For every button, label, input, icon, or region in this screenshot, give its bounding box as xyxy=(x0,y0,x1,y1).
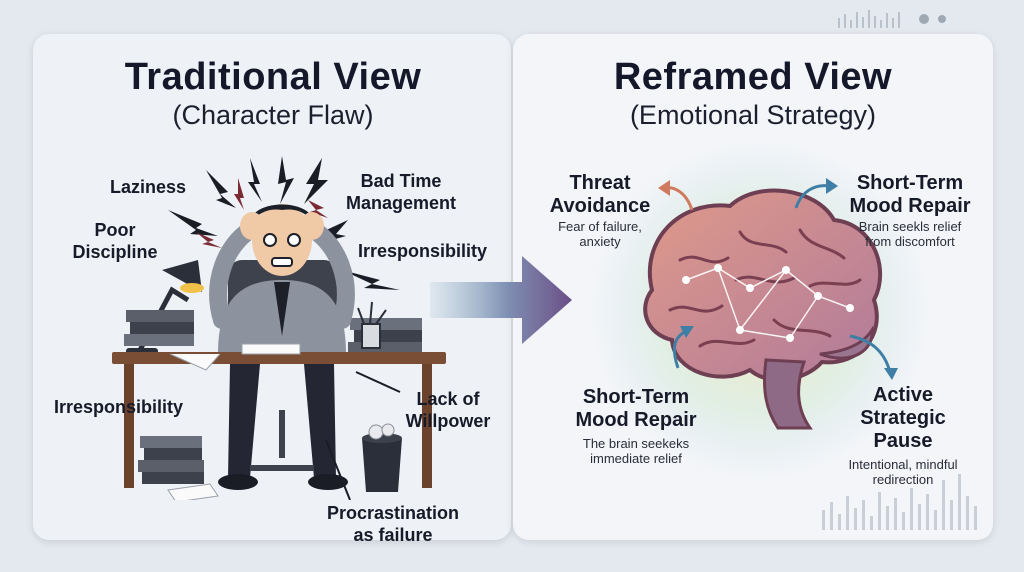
label-short-term-mood-repair-bottom: Short-Term Mood Repair xyxy=(575,386,697,431)
desc-short-term-mood-repair-top: Brain seekls relief from discomfort xyxy=(858,219,962,249)
brain-illustration xyxy=(592,142,928,478)
traditional-view-title: Traditional View xyxy=(124,56,422,98)
book-stack-right xyxy=(348,301,422,354)
label-irresponsibility-left: Irresponsibility xyxy=(54,397,184,417)
label-laziness: Laziness xyxy=(110,177,187,197)
decorative-chart-top xyxy=(838,10,946,28)
label-lack-of-willpower: Lack of Willpower xyxy=(405,389,491,431)
label-bad-time-management: Bad Time Management xyxy=(345,171,457,213)
desc-active-strategic-pause: Intentional, mindful redirection xyxy=(848,457,958,487)
label-poor-discipline: Poor Discipline xyxy=(72,220,158,262)
label-threat-avoidance: Threat Avoidance xyxy=(549,172,651,217)
desc-short-term-mood-repair-bottom: The brain seekeks immediate relief xyxy=(582,436,690,466)
label-irresponsibility-top: Irresponsibility xyxy=(358,241,488,261)
decorative-chart-bottom xyxy=(822,474,977,530)
traditional-view-subtitle: (Character Flaw) xyxy=(172,100,374,130)
stressed-person-illustration xyxy=(112,156,446,500)
book-stack-floor xyxy=(138,436,204,484)
reframed-view-subtitle: (Emotional Strategy) xyxy=(629,100,877,130)
stress-lightning-icon xyxy=(168,156,400,290)
book-stack-left xyxy=(124,310,194,346)
reframed-view-title: Reframed View xyxy=(613,56,893,98)
transition-arrow-icon xyxy=(430,256,572,344)
label-active-strategic-pause: Active Strategic Pause xyxy=(860,384,946,452)
desc-threat-avoidance: Fear of failure, anxiety xyxy=(558,219,642,249)
label-short-term-mood-repair-top: Short-Term Mood Repair xyxy=(849,172,971,217)
trash-can-icon xyxy=(362,423,402,492)
label-procrastination: Procrastination as failure xyxy=(326,503,460,545)
